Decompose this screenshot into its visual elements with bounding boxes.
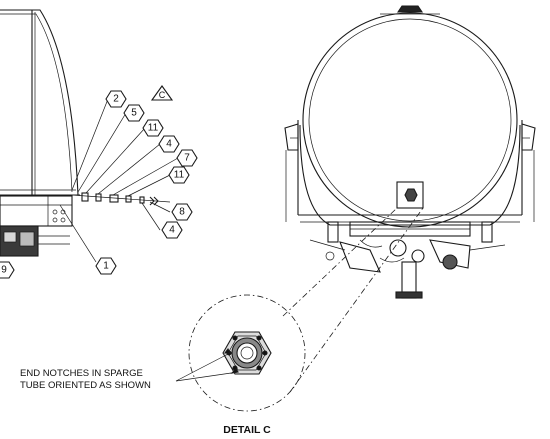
svg-text:C: C [159,90,166,100]
callout-4-upper: 4 [158,135,180,153]
leader-lines [59,98,179,263]
callout-9: 9 [0,261,15,279]
callout-5: 5 [123,104,145,122]
tank-end-view [284,5,536,299]
revision-triangle: C [150,85,174,101]
svg-text:1: 1 [103,261,109,272]
svg-text:11: 11 [174,170,185,181]
detail-connector [282,207,424,393]
detail-title: DETAIL C [223,424,271,436]
callout-4-lower: 4 [161,221,183,239]
svg-text:5: 5 [131,108,137,119]
svg-text:11: 11 [148,123,159,134]
svg-text:4: 4 [166,139,172,150]
callout-2: 2 [105,90,127,108]
callout-8: 8 [171,203,193,221]
tank-side-view [0,9,171,257]
callout-11-lower: 11 [168,166,190,184]
svg-text:8: 8 [179,207,185,218]
callout-1: 1 [95,257,117,275]
svg-text:4: 4 [169,225,175,236]
callout-11-upper: 11 [142,119,164,137]
callout-7: 7 [176,149,198,167]
note-line-2: TUBE ORIENTED AS SHOWN [20,380,151,391]
svg-text:2: 2 [113,94,119,105]
detail-c-view [175,294,306,412]
svg-text:9: 9 [1,265,7,276]
note-line-1: END NOTCHES IN SPARGE [20,368,143,379]
svg-text:7: 7 [184,153,190,164]
